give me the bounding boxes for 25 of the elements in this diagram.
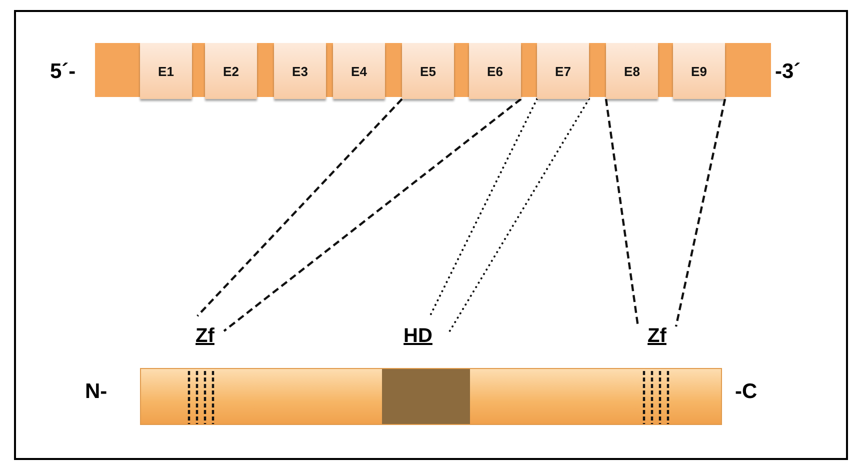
- terminus-label: N-: [85, 380, 108, 404]
- dashed-line: [223, 98, 522, 332]
- exon-box: E8: [606, 43, 658, 99]
- terminus-label: 5´-: [50, 60, 76, 84]
- dashed-line: [196, 98, 403, 317]
- terminus-label: -3´: [775, 60, 801, 84]
- exon-box: E2: [205, 43, 257, 99]
- exon-box: E9: [673, 43, 725, 99]
- dotted-line: [429, 98, 538, 317]
- terminus-label: -C: [735, 380, 758, 404]
- homeodomain-region: [382, 369, 470, 424]
- gene-bar: [95, 43, 771, 97]
- exon-box: E1: [140, 43, 192, 99]
- protein-bar: [140, 368, 722, 425]
- exon-box: E7: [537, 43, 589, 99]
- dashed-line: [674, 98, 726, 327]
- exon-box: E4: [333, 43, 385, 99]
- domain-label: HD: [388, 316, 448, 346]
- domain-label: Zf: [638, 316, 676, 346]
- exon-box: E5: [402, 43, 454, 99]
- domain-label: Zf: [186, 316, 224, 346]
- exon-box: E6: [469, 43, 521, 99]
- dotted-line: [447, 98, 590, 335]
- dashed-line: [604, 98, 640, 327]
- exon-box: E3: [274, 43, 326, 99]
